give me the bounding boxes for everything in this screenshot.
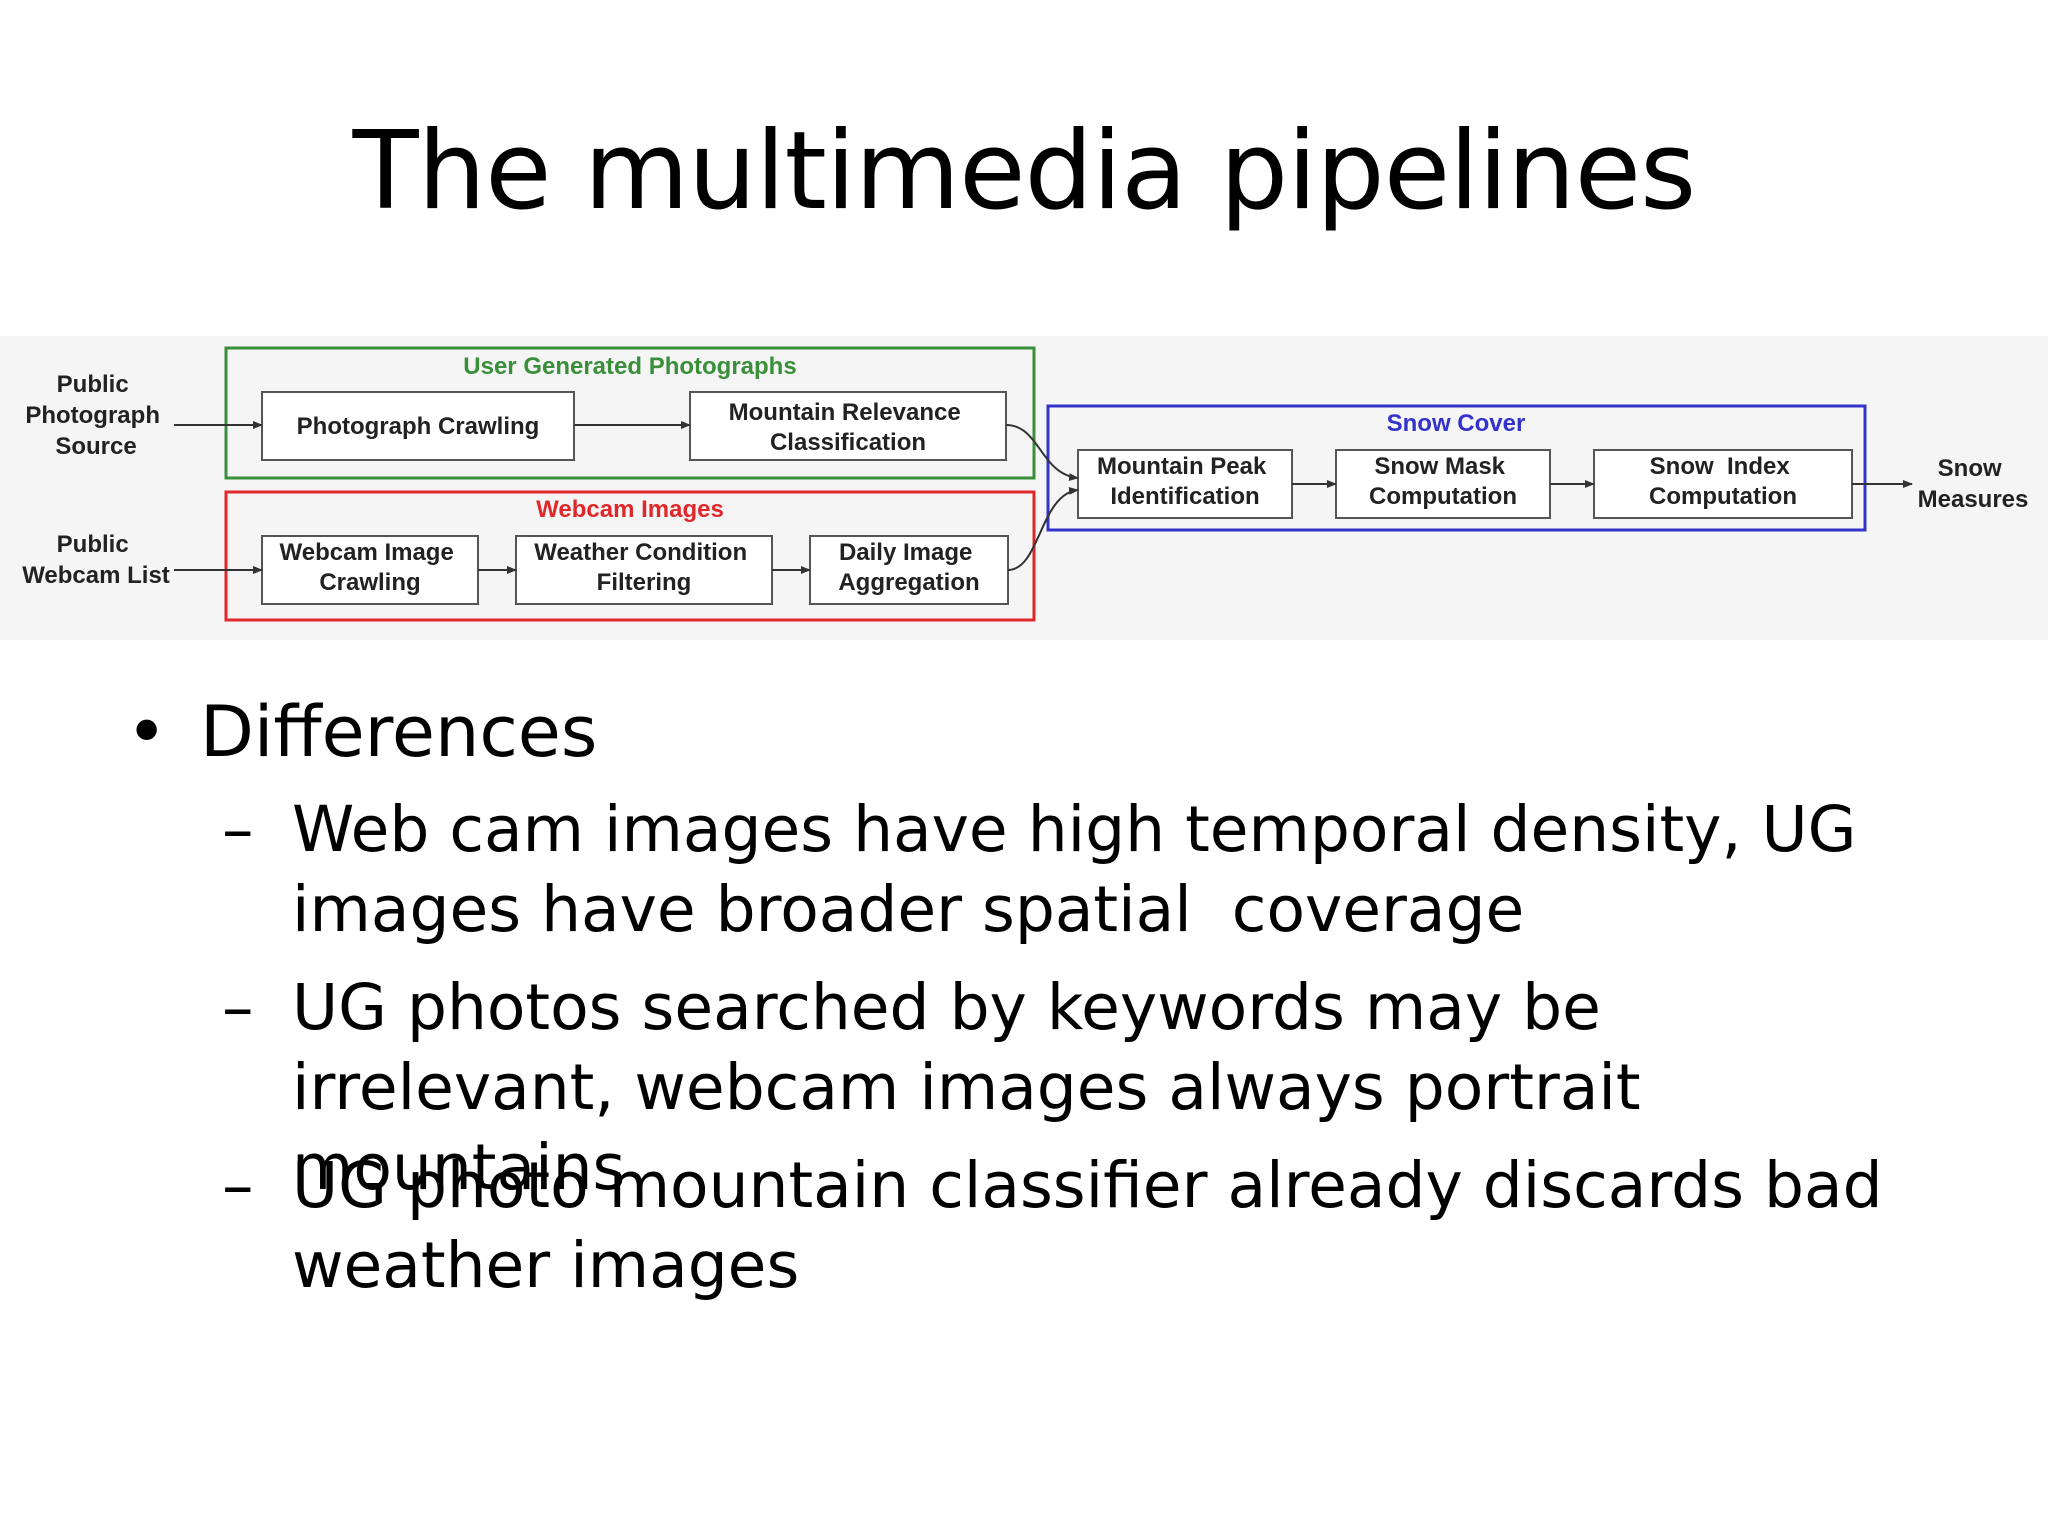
output-snow-measures: Snow Measures <box>1918 455 2029 513</box>
box-snow-index: Snow Index Computation <box>1593 449 1853 519</box>
arrow-relevance-to-peak <box>1005 424 1079 482</box>
sub-bullet-1: – Web cam images have high temporal dens… <box>222 790 1942 950</box>
box-weather-filtering-label: Weather Condition Filtering <box>534 539 754 596</box>
sub-bullet-2: – UG photos searched by keywords may be … <box>222 968 1942 1208</box>
bullet-marker: • <box>126 691 168 773</box>
box-peak-identification: Mountain Peak Identification <box>1077 449 1293 519</box>
snow-group-label: Snow Cover <box>1387 410 1526 437</box>
input-photo-source: Public Photograph Source <box>25 371 166 460</box>
box-webcam-crawling-label: Webcam Image Crawling <box>280 539 461 596</box>
arrow-aggregation-to-peak <box>1007 486 1079 571</box>
ug-group-label: User Generated Photographs <box>463 353 796 380</box>
box-photo-crawling: Photograph Crawling <box>261 391 575 461</box>
sub-bullet-marker: – <box>222 1149 254 1222</box>
box-daily-aggregation: Daily Image Aggregation <box>809 535 1009 605</box>
box-weather-filtering: Weather Condition Filtering <box>515 535 773 605</box>
sub-bullet-marker: – <box>222 793 254 866</box>
pipeline-diagram: User Generated Photographs Webcam Images… <box>0 336 2048 640</box>
box-daily-aggregation-label: Daily Image Aggregation <box>838 539 979 596</box>
bullet-differences: • Differences <box>126 690 597 774</box>
box-mountain-relevance-label: Mountain Relevance Classification <box>729 399 968 456</box>
webcam-group-frame <box>224 490 1036 622</box>
sub-bullet-2-text: UG photos searched by keywords may be ir… <box>292 971 1661 1204</box>
box-peak-identification-label: Mountain Peak Identification <box>1097 453 1273 510</box>
ug-group-frame <box>224 346 1036 480</box>
input-webcam-list: Public Webcam List <box>22 531 170 589</box>
box-photo-crawling-label: Photograph Crawling <box>297 413 540 440</box>
pipeline-diagram-svg: User Generated Photographs Webcam Images… <box>0 336 2048 640</box>
sub-bullet-3: – UG photo mountain classifier already d… <box>222 1146 1942 1306</box>
box-webcam-crawling: Webcam Image Crawling <box>261 535 479 605</box>
webcam-group-label: Webcam Images <box>536 496 724 523</box>
box-snow-mask-label: Snow Mask Computation <box>1369 453 1517 510</box>
slide-title: The multimedia pipelines <box>352 109 1697 234</box>
bullet-differences-text: Differences <box>200 691 598 773</box>
sub-bullet-marker: – <box>222 971 254 1044</box>
sub-bullet-3-text: UG photo mountain classifier already dis… <box>292 1149 1903 1302</box>
snow-group-frame <box>1046 404 1867 532</box>
diagram-connectors <box>174 421 1913 574</box>
box-snow-index-label: Snow Index Computation <box>1649 453 1797 510</box>
box-mountain-relevance: Mountain Relevance Classification <box>689 391 1007 461</box>
sub-bullet-1-text: Web cam images have high temporal densit… <box>292 793 1877 946</box>
box-snow-mask: Snow Mask Computation <box>1335 449 1551 519</box>
